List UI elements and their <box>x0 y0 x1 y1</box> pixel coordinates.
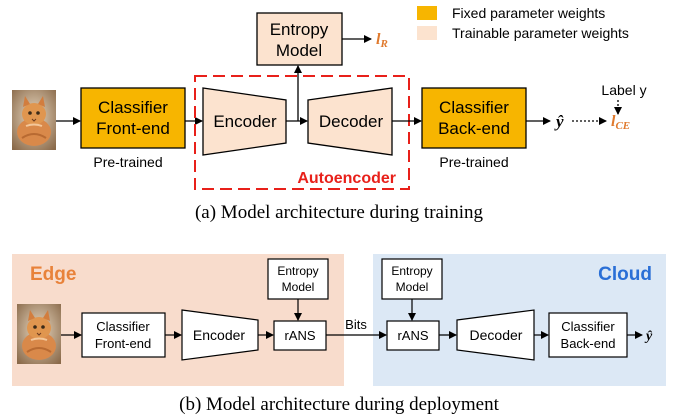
decoder-top <box>307 87 393 156</box>
classifier-backend-top <box>421 87 527 149</box>
entropy-model-cloud-line2: Model <box>396 280 429 294</box>
entropy-model-cloud <box>381 258 443 300</box>
classifier-frontend-bottom <box>81 312 166 358</box>
autoencoder-label: Autoencoder <box>297 170 396 187</box>
classifier-frontend-top-line1: Classifier <box>98 98 168 117</box>
autoencoder-box <box>194 75 410 190</box>
rans-cloud-label: rANS <box>397 328 428 343</box>
pretrained-right-label: Pre-trained <box>439 154 508 170</box>
entropy-model-top-line1: Entropy <box>270 20 329 39</box>
legend-fixed-label: Fixed parameter weights <box>452 5 605 21</box>
classifier-frontend-bottom-line1: Classifier <box>96 319 150 334</box>
rans-cloud <box>386 320 440 351</box>
encoder-bottom-label: Encoder <box>193 327 245 343</box>
loss-ce: lCE <box>611 113 630 132</box>
entropy-model-edge-line1: Entropy <box>277 264 318 278</box>
classifier-backend-top-line1: Classifier <box>439 98 509 117</box>
bits-label: Bits <box>345 317 367 332</box>
encoder-top-label: Encoder <box>213 112 277 131</box>
yhat-top: ŷ <box>554 112 564 131</box>
rans-edge <box>273 320 327 351</box>
decoder-bottom-label: Decoder <box>470 327 523 343</box>
deployment-diagram: Edge Cloud Classifier Front-end Encoder … <box>12 254 666 415</box>
legend: Fixed parameter weights Trainable parame… <box>417 5 629 41</box>
decoder-top-label: Decoder <box>319 112 384 131</box>
classifier-frontend-bottom-line2: Front-end <box>95 336 151 351</box>
cloud-label: Cloud <box>598 264 652 285</box>
loss-r: lR <box>376 31 388 50</box>
edge-label: Edge <box>30 264 76 285</box>
entropy-model-cloud-line1: Entropy <box>391 264 432 278</box>
decoder-bottom <box>456 309 535 361</box>
cat-image-bottom <box>16 303 62 365</box>
encoder-bottom <box>181 309 259 361</box>
yhat-bottom: ŷ <box>644 329 653 344</box>
training-diagram: Classifier Front-end Pre-trained Encoder… <box>11 12 647 223</box>
entropy-model-top-line2: Model <box>276 41 322 60</box>
entropy-model-top <box>256 12 343 66</box>
caption-training: (a) Model architecture during training <box>195 202 484 223</box>
legend-trainable-swatch <box>417 26 437 40</box>
entropy-model-edge-line2: Model <box>282 280 315 294</box>
cat-image-top <box>11 89 57 151</box>
caption-deployment: (b) Model architecture during deployment <box>179 394 499 415</box>
legend-fixed-swatch <box>417 6 437 20</box>
label-y: Label y <box>601 82 646 98</box>
classifier-backend-bottom-line2: Back-end <box>561 336 616 351</box>
classifier-backend-top-line2: Back-end <box>438 119 510 138</box>
rans-edge-label: rANS <box>284 328 315 343</box>
classifier-frontend-top-line2: Front-end <box>96 119 170 138</box>
encoder-top <box>202 87 287 156</box>
classifier-backend-bottom-line1: Classifier <box>561 319 615 334</box>
classifier-frontend-top <box>80 87 186 149</box>
legend-trainable-label: Trainable parameter weights <box>452 25 629 41</box>
pretrained-left-label: Pre-trained <box>93 154 162 170</box>
